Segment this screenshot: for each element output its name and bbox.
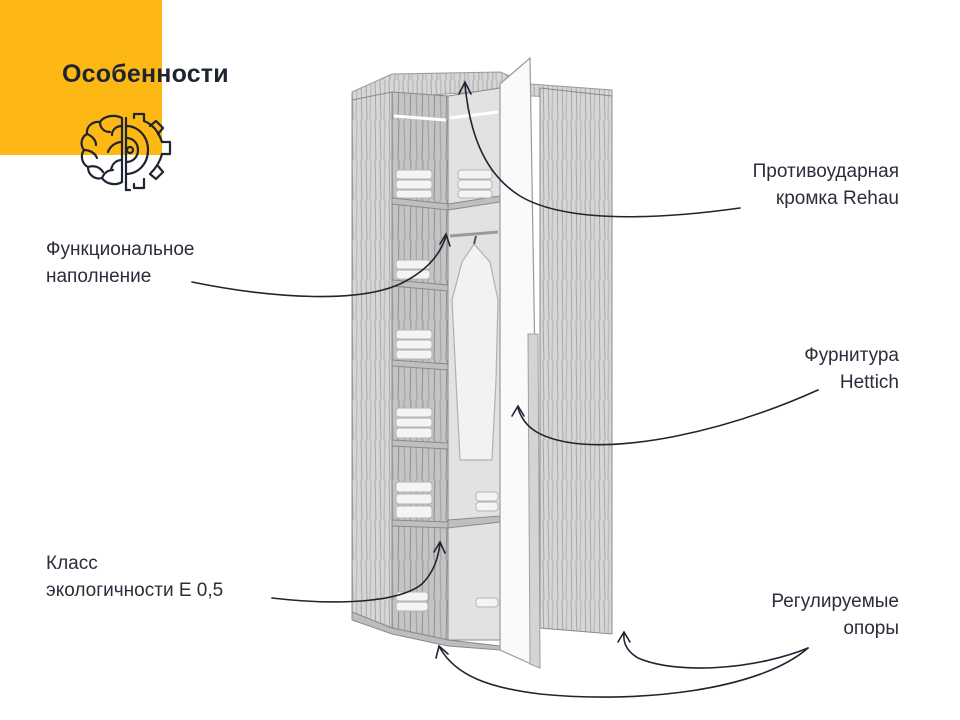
wardrobe-right-side (539, 87, 613, 635)
page-title: Особенности (62, 60, 229, 88)
feature-hardware-label: Фурнитура Hettich (804, 345, 899, 393)
hanging-garment (451, 243, 499, 461)
wardrobe-left-side (351, 91, 393, 629)
feature-edge-label: Противоударная кромка Rehau (752, 161, 899, 209)
door-handle (527, 333, 541, 669)
brain-gear-icon (80, 112, 172, 192)
feature-filling-label: Функциональное наполнение (46, 239, 195, 287)
feature-supports-label: Регулируемые опоры (771, 591, 899, 639)
feature-eco-label: Класс экологичности Е 0,5 (46, 553, 224, 601)
